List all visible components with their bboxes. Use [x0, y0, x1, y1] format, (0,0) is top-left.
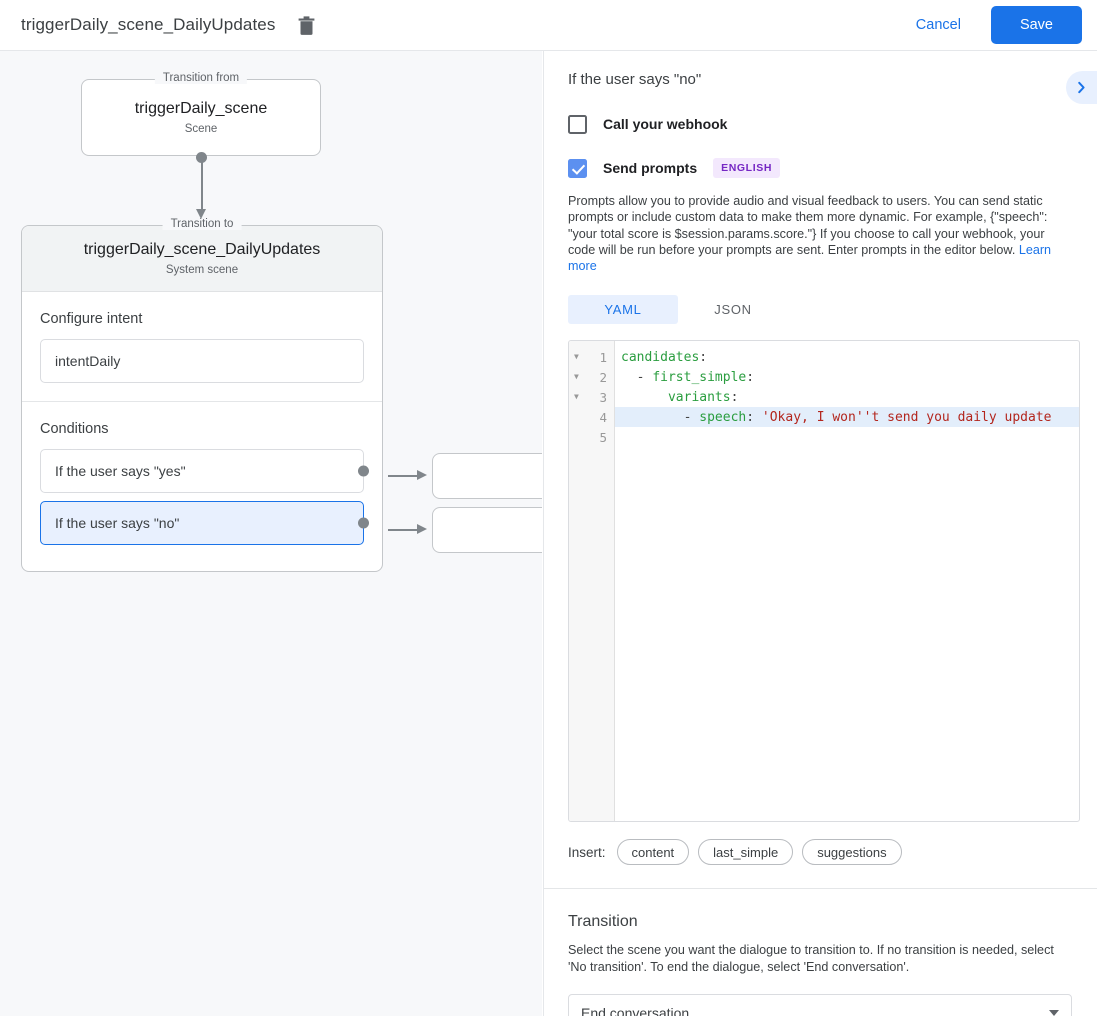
transition-to-header: triggerDaily_scene_DailyUpdates System s…: [22, 226, 382, 292]
details-panel: If the user says "no" Call your webhook …: [543, 51, 1097, 1016]
connector-line: [201, 157, 203, 211]
code-token: :: [730, 389, 739, 405]
editor-code-line[interactable]: - first_simple:: [615, 367, 1079, 387]
code-token: -: [621, 409, 700, 425]
edge-line-no: [388, 529, 418, 531]
editor-line-number: ▼3: [574, 389, 607, 405]
editor-code-line[interactable]: - speech: 'Okay, I won''t send you daily…: [615, 407, 1079, 428]
delete-button[interactable]: [293, 12, 319, 38]
condition-item-yes[interactable]: If the user says "yes": [40, 449, 369, 493]
transition-from-legend: Transition from: [154, 72, 248, 84]
editor-gutter: ▼1 ▼2 ▼3 4 5: [569, 341, 615, 822]
flow-canvas[interactable]: Transition from triggerDaily_scene Scene…: [0, 51, 542, 1016]
panel-body: Call your webhook Send prompts ENGLISH P…: [544, 107, 1097, 1016]
condition-port-dot: [357, 465, 369, 477]
transition-to-node[interactable]: Transition to triggerDaily_scene_DailyUp…: [21, 218, 383, 572]
tab-yaml[interactable]: YAML: [568, 295, 678, 325]
send-prompts-checkbox[interactable]: [568, 158, 587, 178]
transition-from-subtitle: Scene: [184, 123, 218, 135]
condition-port-dot: [357, 517, 369, 529]
send-prompts-label: Send prompts: [603, 160, 698, 176]
code-token: 'Okay, I won''t send you daily update: [761, 409, 1052, 425]
transition-description: Select the scene you want the dialogue t…: [568, 943, 1054, 974]
conditions-section: Conditions If the user says "yes" If the…: [22, 402, 382, 571]
target-card-yes[interactable]: [432, 453, 542, 499]
tab-json[interactable]: JSON: [714, 302, 752, 318]
panel-title: If the user says "no": [568, 70, 702, 88]
editor-code-line[interactable]: variants:: [615, 387, 1079, 407]
transition-select[interactable]: End conversation: [568, 994, 1072, 1016]
top-bar: triggerDaily_scene_DailyUpdates Cancel S…: [0, 0, 1097, 51]
panel-divider: [544, 888, 1097, 890]
insert-chip-suggestions[interactable]: suggestions: [802, 839, 902, 866]
insert-label: Insert:: [568, 844, 606, 860]
send-prompts-row[interactable]: Send prompts ENGLISH: [568, 151, 1073, 185]
edge-arrow-no-icon: [417, 524, 427, 534]
prompts-description: Prompts allow you to provide audio and v…: [568, 193, 1074, 274]
top-bar-actions: Cancel Save: [900, 6, 1097, 44]
editor-line-number: 4: [599, 409, 607, 425]
prompts-description-text: Prompts allow you to provide audio and v…: [568, 194, 1048, 257]
webhook-checkbox[interactable]: [568, 114, 587, 134]
insert-chip-content[interactable]: content: [616, 839, 690, 866]
editor-line-number: ▼2: [574, 369, 607, 385]
editor-code-line[interactable]: candidates:: [615, 347, 1079, 367]
transition-from-node[interactable]: Transition from triggerDaily_scene Scene: [81, 72, 321, 156]
intent-field[interactable]: intentDaily: [40, 339, 364, 383]
configure-intent-label: Configure intent: [40, 311, 143, 327]
transition-to-subtitle: System scene: [165, 264, 239, 276]
collapse-panel-button[interactable]: [1066, 71, 1097, 104]
webhook-row[interactable]: Call your webhook: [568, 107, 1073, 141]
fold-toggle-icon[interactable]: ▼: [574, 392, 579, 402]
condition-label: If the user says "yes": [55, 463, 186, 479]
configure-intent-section: Configure intent intentDaily: [22, 292, 382, 402]
code-token: first_simple: [652, 369, 747, 385]
transition-title: Transition: [568, 913, 638, 931]
cancel-button[interactable]: Cancel: [900, 8, 977, 42]
insert-chip-last-simple[interactable]: last_simple: [698, 839, 794, 866]
editor-line-number: 5: [599, 429, 607, 445]
condition-label: If the user says "no": [55, 515, 180, 531]
edge-line-yes: [388, 475, 418, 477]
transition-from-title: triggerDaily_scene: [134, 100, 268, 117]
editor-code-line[interactable]: [615, 427, 1079, 447]
code-token: :: [746, 409, 762, 425]
insert-row: Insert: content last_simple suggestions: [568, 839, 1073, 866]
edge-arrow-yes-icon: [417, 470, 427, 480]
conditions-label: Conditions: [40, 421, 109, 437]
transition-to-title: triggerDaily_scene_DailyUpdates: [83, 241, 321, 258]
learn-more-link[interactable]: Learn more: [568, 242, 1052, 274]
fold-toggle-icon[interactable]: ▼: [574, 372, 579, 382]
code-token: speech: [699, 409, 747, 425]
format-tabs: YAML JSON: [568, 295, 1073, 325]
page-title: triggerDaily_scene_DailyUpdates: [21, 15, 276, 34]
code-token: :: [746, 369, 755, 385]
code-token: -: [621, 369, 653, 385]
trash-icon: [298, 15, 315, 35]
transition-select-value: End conversation: [581, 1005, 690, 1016]
editor-line-number: ▼1: [574, 349, 607, 365]
code-token: variants: [667, 389, 731, 405]
condition-item-no[interactable]: If the user says "no": [40, 501, 369, 545]
chevron-down-icon: [1049, 1010, 1059, 1016]
save-button[interactable]: Save: [990, 6, 1082, 44]
connector-arrow-icon: [196, 209, 206, 219]
code-token: [621, 390, 668, 405]
code-token: :: [699, 349, 708, 365]
webhook-label: Call your webhook: [603, 116, 728, 132]
target-card-no[interactable]: [432, 507, 542, 553]
language-badge: ENGLISH: [713, 158, 780, 178]
transition-to-legend: Transition to: [162, 218, 242, 230]
editor-code-area[interactable]: candidates: - first_simple: variants: - …: [615, 341, 1079, 821]
panel-header: If the user says "no": [544, 51, 1097, 107]
prompt-code-editor[interactable]: ▼1 ▼2 ▼3 4 5 candidates: - first_simple: var…: [568, 340, 1080, 823]
fold-toggle-icon[interactable]: ▼: [574, 352, 579, 362]
chevron-right-icon: [1078, 81, 1085, 94]
code-token: candidates: [621, 349, 700, 365]
